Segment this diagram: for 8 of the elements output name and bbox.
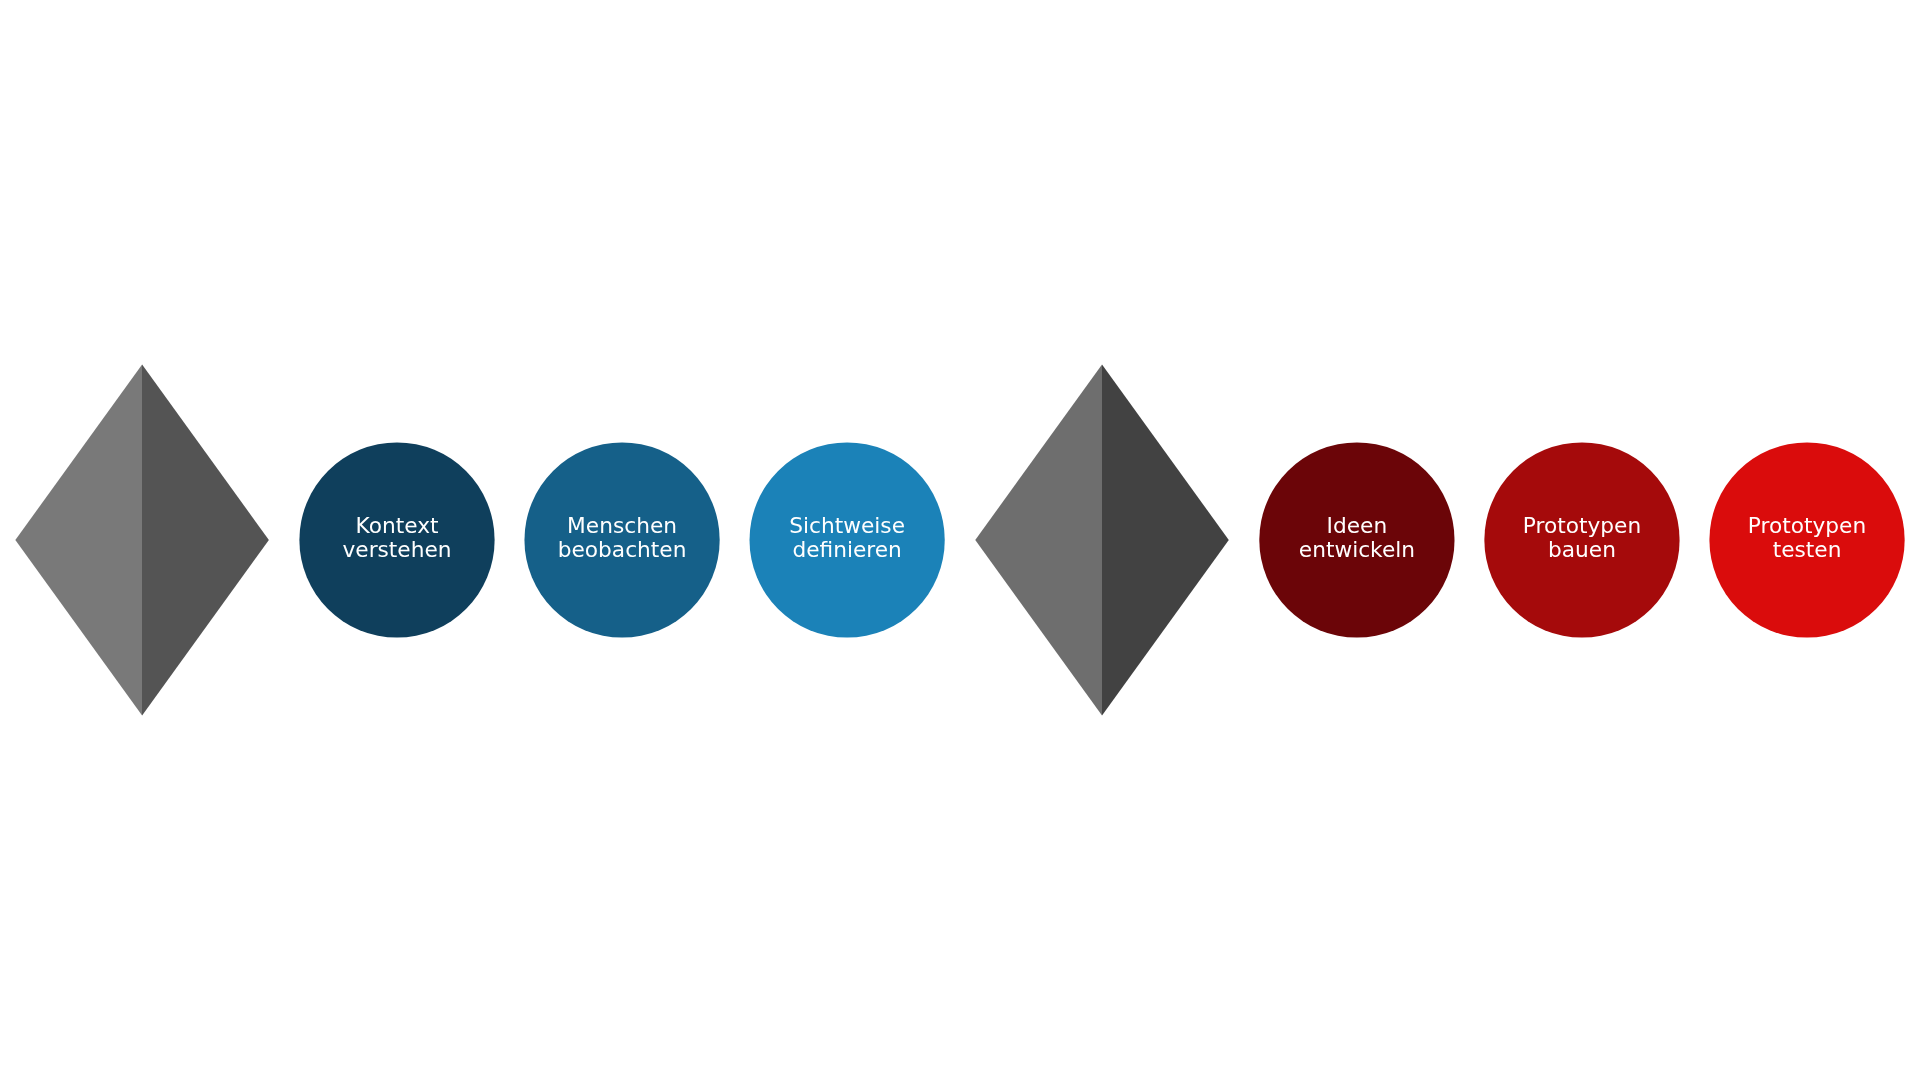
- node-diamond: [975, 364, 1229, 716]
- node-circle: Menschen beobachten: [524, 442, 720, 638]
- node-circle: Ideen entwickeln: [1259, 442, 1455, 638]
- node-circle: Prototypen testen: [1709, 442, 1905, 638]
- node-circle: Prototypen bauen: [1484, 442, 1680, 638]
- node-circle: Kontext verstehen: [299, 442, 495, 638]
- node-diamond: [15, 364, 269, 716]
- node-circle: Sichtweise definieren: [749, 442, 945, 638]
